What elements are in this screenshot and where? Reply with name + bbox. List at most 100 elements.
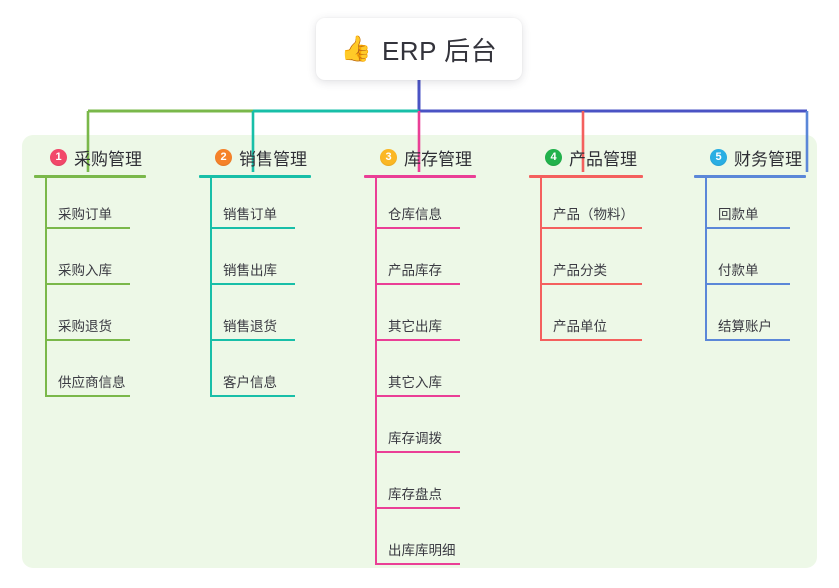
leaf-item-label: 仓库信息	[388, 207, 442, 222]
column-header-1[interactable]: 1 采购管理	[34, 146, 184, 169]
leaf-item-underline	[376, 507, 460, 509]
leaf-item[interactable]: 其它入库	[364, 346, 514, 402]
leaf-item-underline	[211, 339, 295, 341]
column-rule-5	[694, 175, 806, 178]
leaf-item[interactable]: 回款单	[694, 178, 819, 234]
column-title-2: 销售管理	[239, 149, 307, 169]
column-title-4: 产品管理	[569, 149, 637, 169]
leaf-item[interactable]: 产品分类	[529, 234, 684, 290]
leaf-item[interactable]: 供应商信息	[34, 346, 184, 402]
column-rule-3	[364, 175, 476, 178]
leaf-item-underline	[211, 227, 295, 229]
leaf-item-underline	[376, 395, 460, 397]
column-header-3[interactable]: 3 库存管理	[364, 146, 514, 169]
leaf-item-underline	[541, 283, 642, 285]
column-badge-icon-3: 3	[380, 148, 397, 166]
leaf-item-underline	[211, 395, 295, 397]
leaf-item-label: 产品（物料）	[553, 207, 634, 222]
leaf-item-label: 其它出库	[388, 319, 442, 334]
column-spine-5	[705, 178, 707, 341]
column-title-3: 库存管理	[404, 149, 472, 169]
leaf-item-label: 销售订单	[223, 207, 277, 222]
leaf-item-label: 采购入库	[58, 263, 112, 278]
leaf-item-underline	[376, 451, 460, 453]
leaf-item[interactable]: 仓库信息	[364, 178, 514, 234]
leaf-item[interactable]: 库存调拨	[364, 402, 514, 458]
column-header-2[interactable]: 2 销售管理	[199, 146, 349, 169]
column-header-4[interactable]: 4 产品管理	[529, 146, 684, 169]
leaf-item-label: 供应商信息	[58, 375, 126, 390]
leaf-item-underline	[46, 283, 130, 285]
column-1: 1 采购管理采购订单采购入库采购退货供应商信息	[34, 146, 184, 402]
leaf-item-label: 销售退货	[223, 319, 277, 334]
column-header-5[interactable]: 5 财务管理	[694, 146, 819, 169]
leaf-item-underline	[376, 227, 460, 229]
leaf-item[interactable]: 销售退货	[199, 290, 349, 346]
leaf-item-underline	[706, 283, 790, 285]
leaf-list-5: 回款单付款单结算账户	[694, 178, 819, 346]
leaf-item-label: 库存调拨	[388, 431, 442, 446]
column-spine-4	[540, 178, 542, 341]
leaf-item-underline	[706, 227, 790, 229]
leaf-item[interactable]: 采购订单	[34, 178, 184, 234]
column-5: 5 财务管理回款单付款单结算账户	[694, 146, 819, 346]
leaf-item-label: 其它入库	[388, 375, 442, 390]
leaf-item-label: 采购退货	[58, 319, 112, 334]
leaf-item-label: 采购订单	[58, 207, 112, 222]
leaf-item-underline	[376, 339, 460, 341]
root-node-title: ERP 后台	[381, 35, 498, 66]
leaf-list-4: 产品（物料） 产品分类产品单位	[529, 178, 684, 346]
leaf-item-underline	[376, 563, 460, 565]
leaf-item[interactable]: 付款单	[694, 234, 819, 290]
leaf-item[interactable]: 销售订单	[199, 178, 349, 234]
column-badge-icon-4: 4	[545, 148, 562, 166]
leaf-item-underline	[211, 283, 295, 285]
leaf-item[interactable]: 产品单位	[529, 290, 684, 346]
leaf-item-underline	[46, 227, 130, 229]
column-rule-2	[199, 175, 311, 178]
leaf-item[interactable]: 库存盘点	[364, 458, 514, 514]
column-title-5: 财务管理	[734, 149, 802, 169]
thumbs-up-icon: 👍	[340, 34, 372, 63]
leaf-item-label: 库存盘点	[388, 487, 442, 502]
leaf-list-1: 采购订单采购入库采购退货供应商信息	[34, 178, 184, 402]
leaf-item[interactable]: 采购入库	[34, 234, 184, 290]
leaf-item[interactable]: 客户信息	[199, 346, 349, 402]
leaf-item-underline	[46, 395, 130, 397]
column-spine-2	[210, 178, 212, 397]
column-badge-icon-2: 2	[215, 148, 232, 166]
column-title-1: 采购管理	[74, 149, 142, 169]
column-3: 3 库存管理仓库信息产品库存其它出库其它入库库存调拨库存盘点出库库明细	[364, 146, 514, 570]
leaf-item-underline	[376, 283, 460, 285]
leaf-item-label: 产品分类	[553, 263, 607, 278]
leaf-item-label: 付款单	[718, 263, 759, 278]
leaf-item-underline	[541, 339, 642, 341]
leaf-item-label: 产品单位	[553, 319, 607, 334]
leaf-list-3: 仓库信息产品库存其它出库其它入库库存调拨库存盘点出库库明细	[364, 178, 514, 570]
root-node-card[interactable]: 👍 ERP 后台	[316, 18, 522, 80]
leaf-item[interactable]: 出库库明细	[364, 514, 514, 570]
leaf-item[interactable]: 采购退货	[34, 290, 184, 346]
leaf-item-label: 产品库存	[388, 263, 442, 278]
column-4: 4 产品管理产品（物料） 产品分类产品单位	[529, 146, 684, 346]
leaf-item-label: 出库库明细	[388, 543, 456, 558]
leaf-item[interactable]: 其它出库	[364, 290, 514, 346]
column-rule-4	[529, 175, 643, 178]
leaf-item-label: 客户信息	[223, 375, 277, 390]
leaf-item-label: 销售出库	[223, 263, 277, 278]
column-2: 2 销售管理销售订单销售出库销售退货客户信息	[199, 146, 349, 402]
column-badge-icon-5: 5	[710, 148, 727, 166]
leaf-item-underline	[46, 339, 130, 341]
leaf-item[interactable]: 产品（物料）	[529, 178, 684, 234]
leaf-item[interactable]: 销售出库	[199, 234, 349, 290]
leaf-item[interactable]: 产品库存	[364, 234, 514, 290]
content-panel	[22, 135, 817, 568]
leaf-item[interactable]: 结算账户	[694, 290, 819, 346]
leaf-item-underline	[706, 339, 790, 341]
column-badge-icon-1: 1	[50, 148, 67, 166]
column-spine-3	[375, 178, 377, 565]
leaf-list-2: 销售订单销售出库销售退货客户信息	[199, 178, 349, 402]
